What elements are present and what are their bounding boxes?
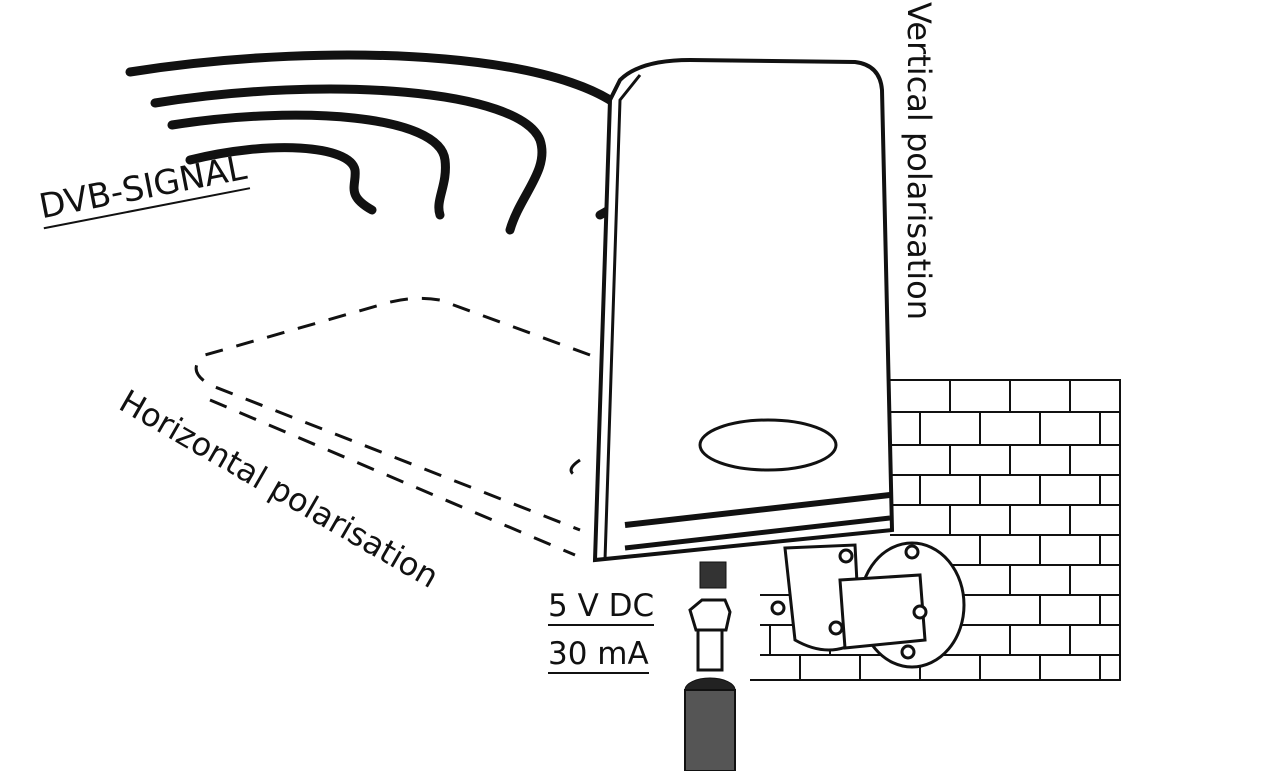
- voltage-label: 5 V DC: [548, 588, 655, 626]
- f-connector: [684, 561, 736, 703]
- current-label: 30 mA: [548, 636, 649, 674]
- coax-cable: [684, 689, 736, 771]
- wall-bracket: [770, 541, 966, 669]
- antenna-panel: [592, 57, 895, 563]
- vertical-polarisation-label: Vertical polarisation: [900, 2, 938, 320]
- brick-wall: [750, 379, 1121, 681]
- signal-waves: [125, 50, 650, 235]
- horizontal-mount-outline: [194, 296, 591, 557]
